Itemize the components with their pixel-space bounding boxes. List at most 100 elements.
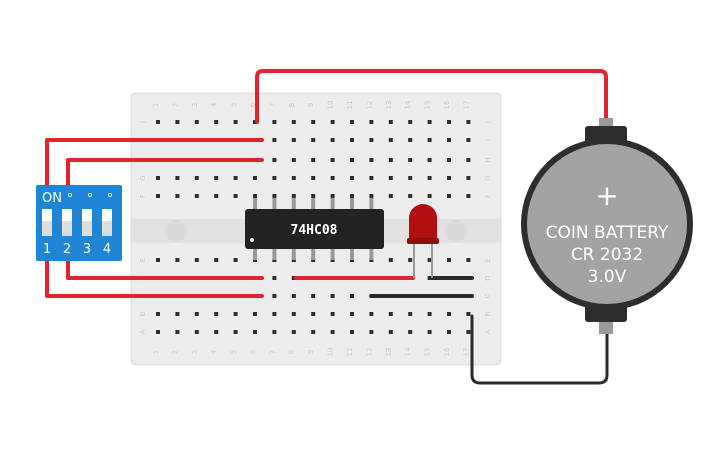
row-label: A bbox=[139, 329, 147, 334]
column-label: 10 bbox=[327, 101, 335, 110]
row-label: J bbox=[484, 121, 492, 124]
dip-number: 2 bbox=[63, 242, 71, 257]
ic-74hc08[interactable]: 74HC08 bbox=[245, 198, 384, 260]
column-label: 3 bbox=[191, 350, 199, 354]
breadboard-mount-hole-left bbox=[165, 220, 187, 242]
breadboard-hole bbox=[427, 330, 432, 334]
column-label: 2 bbox=[171, 103, 179, 107]
breadboard-hole bbox=[291, 330, 296, 334]
column-label: 7 bbox=[268, 350, 276, 354]
column-label: 16 bbox=[443, 347, 451, 356]
breadboard-mount-hole-right bbox=[445, 220, 467, 242]
column-label: 17 bbox=[462, 348, 470, 357]
column-label: 1 bbox=[152, 350, 160, 354]
dip-marker bbox=[88, 192, 93, 197]
wire-dip-top-outer bbox=[45, 138, 264, 190]
breadboard-hole bbox=[427, 312, 432, 316]
breadboard-hole bbox=[330, 176, 335, 180]
dip-number: 4 bbox=[103, 242, 111, 257]
column-label: 11 bbox=[346, 348, 354, 357]
wire-dip-bottom-inner bbox=[66, 253, 264, 280]
wire-dip-bottom-outer bbox=[45, 253, 264, 298]
breadboard-hole bbox=[427, 158, 432, 162]
breadboard-hole bbox=[233, 194, 238, 198]
breadboard-hole bbox=[175, 176, 180, 180]
breadboard-hole bbox=[175, 258, 180, 262]
wire-battery-negative bbox=[470, 314, 609, 385]
column-label: 9 bbox=[307, 103, 315, 107]
breadboard-hole bbox=[214, 312, 219, 316]
wire-dip-top-inner bbox=[66, 158, 264, 190]
breadboard-hole bbox=[388, 138, 393, 142]
coin-battery[interactable]: + COIN BATTERY CR 2032 3.0V bbox=[521, 118, 693, 334]
breadboard-hole bbox=[175, 330, 180, 334]
breadboard-hole bbox=[427, 276, 432, 280]
chip-pin bbox=[330, 248, 335, 260]
breadboard-hole bbox=[194, 330, 199, 334]
row-label: E bbox=[139, 258, 147, 262]
row-label: E bbox=[484, 258, 492, 262]
breadboard-hole bbox=[272, 176, 277, 180]
chip-pin bbox=[291, 198, 296, 210]
board-wires bbox=[294, 276, 474, 298]
breadboard-hole bbox=[369, 158, 374, 162]
breadboard-hole bbox=[272, 312, 277, 316]
chip-pin bbox=[253, 198, 257, 210]
breadboard-hole bbox=[330, 120, 335, 124]
breadboard-hole bbox=[350, 158, 354, 162]
column-label: 4 bbox=[210, 349, 218, 354]
column-label: 8 bbox=[288, 350, 296, 354]
row-label: G bbox=[139, 175, 147, 180]
column-label: 2 bbox=[171, 350, 179, 354]
breadboard-hole bbox=[272, 120, 277, 124]
breadboard-hole bbox=[408, 312, 413, 316]
dip-toggle-lever bbox=[62, 221, 72, 236]
chip-pin bbox=[369, 198, 374, 210]
row-label: G bbox=[484, 175, 492, 180]
breadboard-hole bbox=[272, 294, 277, 298]
breadboard-hole bbox=[272, 330, 277, 334]
breadboard-hole bbox=[214, 330, 219, 334]
breadboard-hole bbox=[156, 120, 160, 124]
breadboard-hole bbox=[194, 120, 199, 124]
column-label: 15 bbox=[424, 348, 432, 357]
breadboard-hole bbox=[427, 138, 432, 142]
breadboard-hole bbox=[291, 158, 296, 162]
breadboard-hole bbox=[291, 294, 296, 298]
breadboard-hole bbox=[311, 312, 316, 316]
led-body bbox=[409, 204, 437, 242]
breadboard-hole bbox=[194, 176, 199, 180]
wire-battery-positive bbox=[255, 69, 608, 124]
breadboard-hole bbox=[466, 158, 471, 162]
breadboard-hole bbox=[408, 330, 413, 334]
led-rim bbox=[407, 238, 439, 244]
battery-label-line2: CR 2032 bbox=[571, 245, 643, 265]
chip-pin bbox=[253, 248, 257, 260]
chip-pin bbox=[291, 248, 296, 260]
breadboard-hole bbox=[156, 194, 160, 198]
breadboard-hole bbox=[427, 176, 432, 180]
breadboard-hole bbox=[291, 312, 296, 316]
breadboard-hole bbox=[350, 330, 354, 334]
breadboard-holes bbox=[156, 120, 471, 334]
breadboard-hole bbox=[214, 120, 219, 124]
breadboard-hole bbox=[272, 194, 277, 198]
chip-label: 74HC08 bbox=[291, 223, 338, 238]
breadboard-hole bbox=[156, 312, 160, 316]
chip-pin bbox=[350, 198, 354, 210]
battery-label-line3: 3.0V bbox=[588, 267, 627, 287]
column-label: 4 bbox=[210, 102, 218, 107]
battery-cell bbox=[527, 144, 687, 304]
breadboard-hole bbox=[350, 120, 354, 124]
breadboard-hole bbox=[253, 312, 257, 316]
breadboard-hole bbox=[369, 312, 374, 316]
breadboard-hole bbox=[447, 312, 451, 316]
red-led[interactable] bbox=[407, 204, 439, 278]
chip-pin bbox=[311, 248, 316, 260]
dip-toggle-lever bbox=[42, 221, 52, 236]
breadboard-hole bbox=[175, 194, 180, 198]
column-label: 6 bbox=[249, 102, 257, 107]
